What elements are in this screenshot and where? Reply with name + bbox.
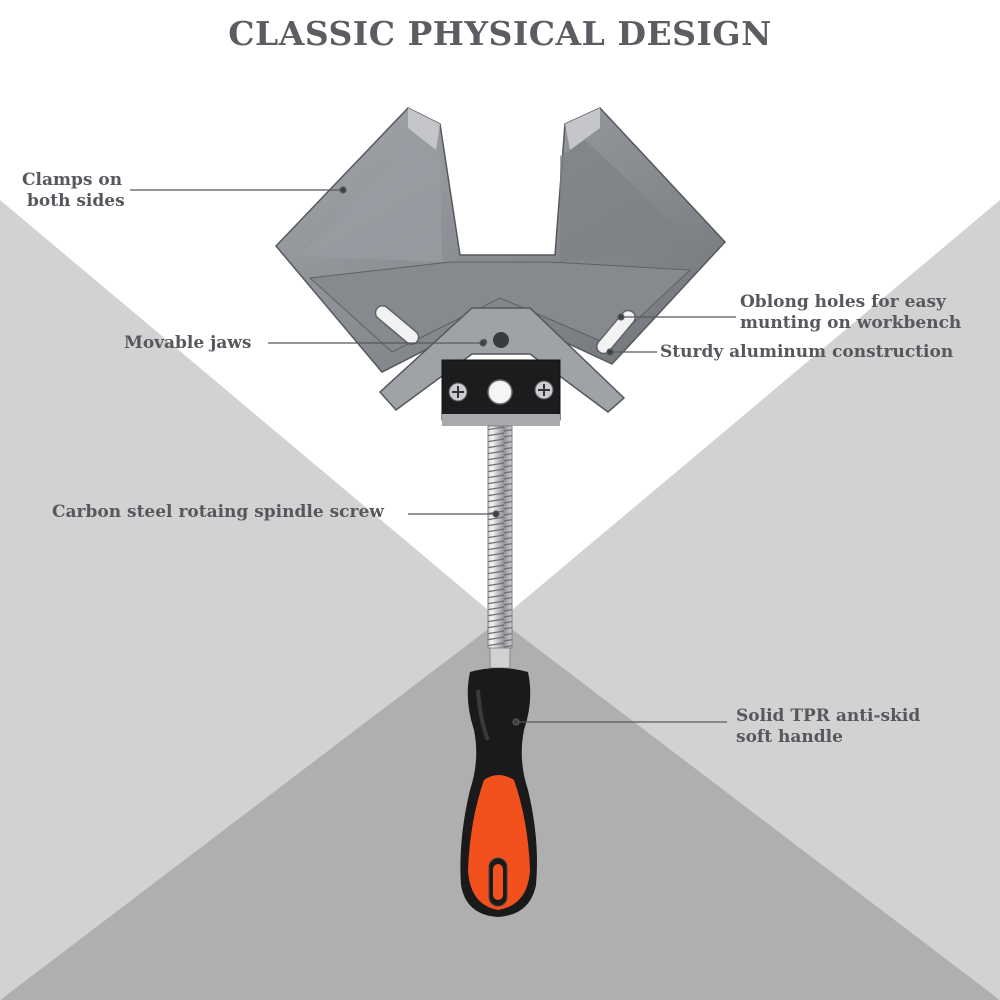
right-gray-panel	[500, 200, 1000, 1000]
callout-clamps-line2: both sides	[27, 191, 125, 211]
callout-handle-line2: soft handle	[736, 727, 843, 747]
leader-dot-holes	[617, 313, 625, 321]
callout-clamps: Clamps on both sides	[22, 170, 125, 212]
left-gray-panel	[0, 200, 500, 1000]
spindle-screw	[487, 425, 513, 649]
leader-dot-spindle	[492, 510, 500, 518]
spindle-collar	[489, 647, 511, 669]
callout-oblong-holes-line2: munting on workbench	[740, 313, 962, 333]
page-title: CLASSIC PHYSICAL DESIGN	[228, 14, 772, 53]
callout-handle-line1: Solid TPR anti-skid	[736, 706, 921, 726]
leader-dot-handle	[512, 718, 520, 726]
callout-clamps-line1: Clamps on	[22, 170, 123, 190]
leader-dot-clamps	[339, 186, 347, 194]
left-oblong-hole	[374, 305, 420, 345]
leader-dot-sturdy	[606, 348, 614, 356]
callout-oblong-holes-line1: Oblong holes for easy	[740, 292, 946, 312]
handle	[460, 668, 537, 917]
callout-handle: Solid TPR anti-skid soft handle	[736, 706, 920, 748]
right-oblong-hole	[596, 309, 636, 355]
leader-dot-jaws	[479, 339, 487, 347]
callout-movable-jaws: Movable jaws	[124, 333, 252, 353]
screw-block	[441, 359, 561, 426]
callout-oblong-holes: Oblong holes for easy munting on workben…	[740, 292, 961, 334]
callout-sturdy: Sturdy aluminum construction	[660, 342, 954, 362]
callout-spindle: Carbon steel rotaing spindle screw	[52, 502, 384, 522]
